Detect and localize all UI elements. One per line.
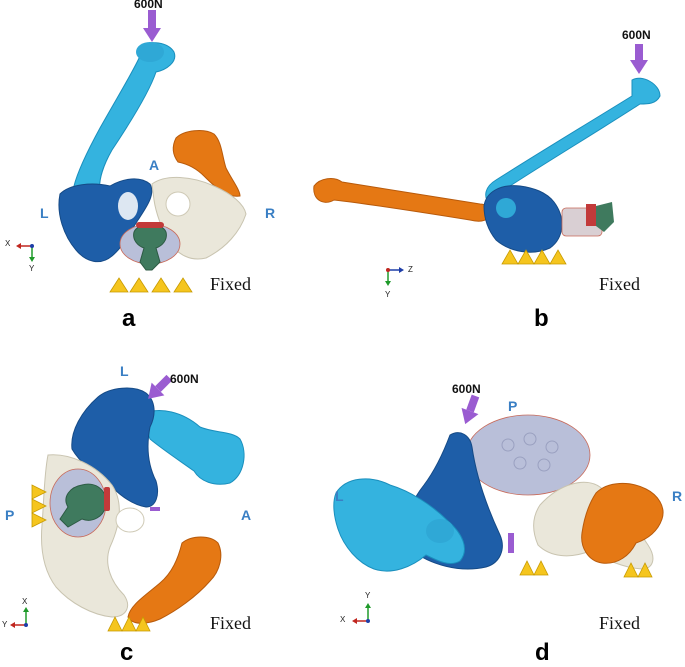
panel-b: 600N Z Y Fixed b (300, 0, 685, 335)
right-obturator-foramen (165, 191, 191, 217)
axis-label-y: Y (385, 290, 391, 299)
fixed-label: Fixed (210, 613, 252, 633)
left-femur (73, 42, 176, 195)
femoral-head (426, 519, 454, 543)
panel-letter: a (122, 305, 136, 332)
left-hip-bone (483, 185, 563, 253)
panel-d: 600N P L R X Y Fixed d (300, 335, 685, 667)
panel-letter: c (120, 639, 134, 666)
fixed-label: Fixed (210, 274, 252, 294)
direction-label-posterior: P (508, 398, 518, 414)
direction-label-posterior: P (5, 507, 15, 523)
axis-label-x: X (340, 615, 346, 624)
direction-label-right: R (672, 488, 683, 504)
axis-label-x: X (22, 597, 28, 606)
boundary-triangle-icon (519, 560, 653, 578)
right-obturator-foramen (115, 507, 145, 533)
disc-surface-detail (501, 432, 559, 472)
force-label: 600N (452, 382, 481, 396)
load-marker (150, 507, 160, 511)
panel-letter: b (534, 305, 549, 332)
axis-label-y: Y (2, 620, 8, 629)
right-femur (313, 178, 491, 222)
boundary-triangle-icon (31, 484, 47, 528)
direction-label-left: L (40, 205, 49, 221)
left-obturator-foramen (118, 192, 138, 220)
boundary-triangle-icon (109, 277, 193, 293)
axis-triad-icon (16, 243, 35, 262)
left-hip-bone (71, 387, 159, 508)
boundary-triangle-icon (107, 616, 151, 632)
force-arrow-icon (630, 44, 648, 74)
left-femur (139, 410, 245, 485)
axis-label-y: Y (365, 591, 371, 600)
axis-triad-icon (385, 267, 404, 286)
force-arrow-icon (143, 10, 161, 42)
vertebra-cap (136, 222, 164, 228)
right-femur (172, 130, 241, 197)
fixed-label: Fixed (599, 274, 641, 294)
axis-label-y: Y (29, 264, 35, 273)
direction-label-anterior: A (149, 157, 160, 173)
pelvis-model-top-view (10, 374, 245, 632)
axis-triad-icon (352, 603, 371, 624)
vertebra-cap (104, 487, 110, 511)
lumbar-vertebra (59, 483, 107, 528)
right-femur (581, 483, 664, 564)
femoral-head (496, 198, 516, 218)
lumbar-vertebra (596, 202, 614, 232)
femoral-head (136, 42, 164, 62)
panel-letter: d (535, 639, 550, 666)
axis-triad-icon (10, 607, 29, 628)
force-label: 600N (134, 0, 163, 11)
force-label: 600N (170, 372, 199, 386)
vertebra-cap (586, 204, 596, 226)
force-label: 600N (622, 28, 651, 42)
force-arrow-icon (461, 394, 480, 425)
direction-label-left: L (120, 363, 129, 379)
axis-label-z: Z (408, 265, 413, 274)
axis-label-x: X (5, 239, 11, 248)
direction-label-right: R (265, 205, 276, 221)
boundary-triangle-icon (501, 249, 567, 265)
direction-label-left: L (335, 488, 344, 504)
pelvis-model-oblique-view (333, 394, 664, 624)
panel-a: 600N L A R X Y Fixed a (0, 0, 300, 335)
pelvis-model-front-view (16, 10, 247, 293)
intervertebral-disc (465, 414, 591, 496)
left-femur (485, 77, 661, 205)
load-marker (508, 533, 514, 553)
pelvis-model-side-view (313, 44, 661, 286)
direction-label-anterior: A (241, 507, 252, 523)
panel-c: 600N L P A Y X Fixed c (0, 335, 300, 667)
force-arrow-icon (148, 374, 173, 399)
fixed-label: Fixed (599, 613, 641, 633)
left-femur (333, 478, 465, 572)
right-femur (127, 536, 222, 624)
